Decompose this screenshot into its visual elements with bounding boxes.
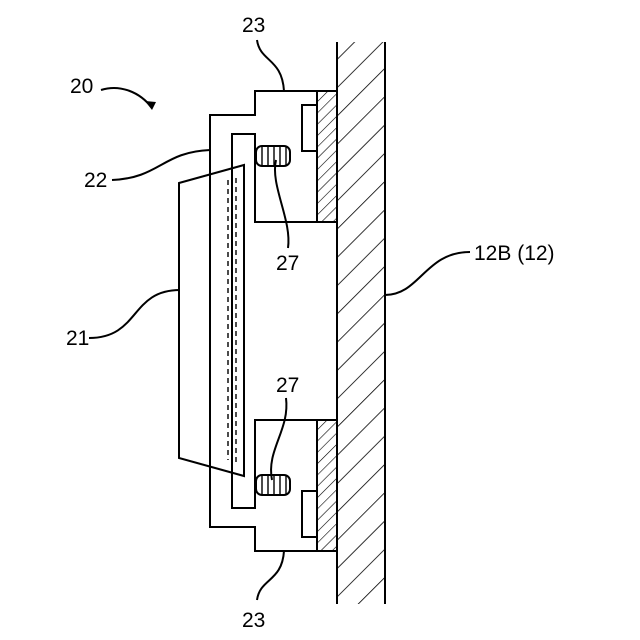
label-screw-bottom: 27	[276, 374, 299, 397]
label-bracket-top: 23	[242, 14, 265, 37]
top-bracket	[210, 91, 337, 302]
label-assembly: 20	[70, 75, 93, 98]
leader-lines	[89, 40, 470, 600]
screw-top	[256, 146, 290, 166]
wall	[337, 42, 385, 604]
label-display-panel: 21	[66, 327, 89, 350]
label-wall: 12B (12)	[474, 242, 555, 265]
bottom-bracket	[210, 302, 337, 551]
display-panel	[179, 165, 244, 476]
label-frame: 22	[84, 169, 107, 192]
screw-bottom	[256, 475, 290, 495]
label-screw-top: 27	[276, 252, 299, 275]
label-bracket-bottom: 23	[242, 609, 265, 632]
